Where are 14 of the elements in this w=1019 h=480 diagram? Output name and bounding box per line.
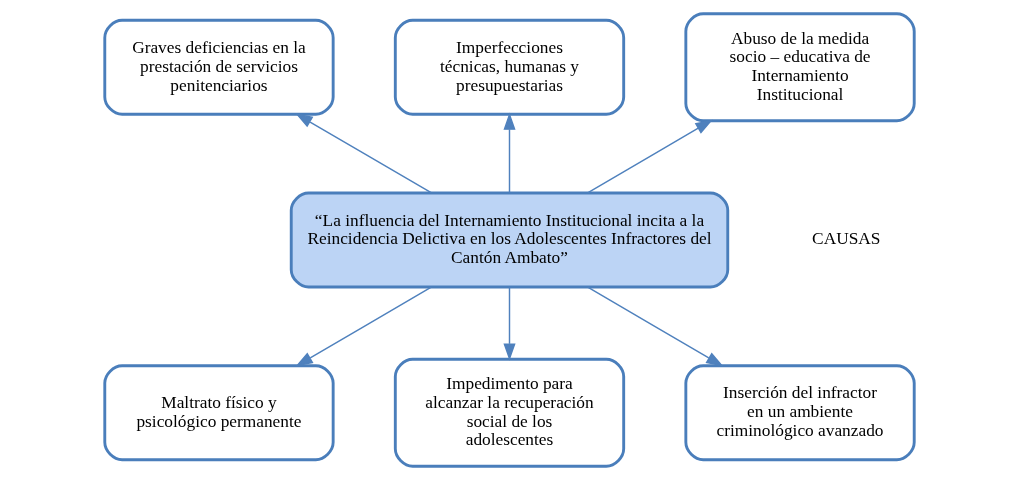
arrow [503, 286, 516, 361]
node-box: Abuso de la medida socio – educativa de Internamiento Institucional [684, 12, 916, 123]
arrow [295, 113, 432, 194]
node-box: Impedimento para alcanzar la recuperación social de los adolescentes [393, 357, 626, 468]
arrow [586, 119, 713, 194]
label: CAUSAS [812, 229, 881, 249]
arrow [587, 286, 724, 367]
node-box: “La influencia del Internamiento Institucional incita a la Reincidencia Delictiva en los Adolescentes Infractores del Cantón Ambato” [289, 191, 730, 289]
arrow [295, 286, 432, 367]
node-box: Graves deficiencias en la prestación de servicios penitenciarios [103, 18, 335, 116]
node-box: Maltrato físico y psicológico permanente [103, 364, 335, 462]
node-box: Inserción del infractor en un ambiente criminológico avanzado [684, 364, 916, 462]
node-box: Imperfecciones técnicas, humanas y presupuestarias [393, 18, 626, 116]
arrow [503, 112, 516, 194]
